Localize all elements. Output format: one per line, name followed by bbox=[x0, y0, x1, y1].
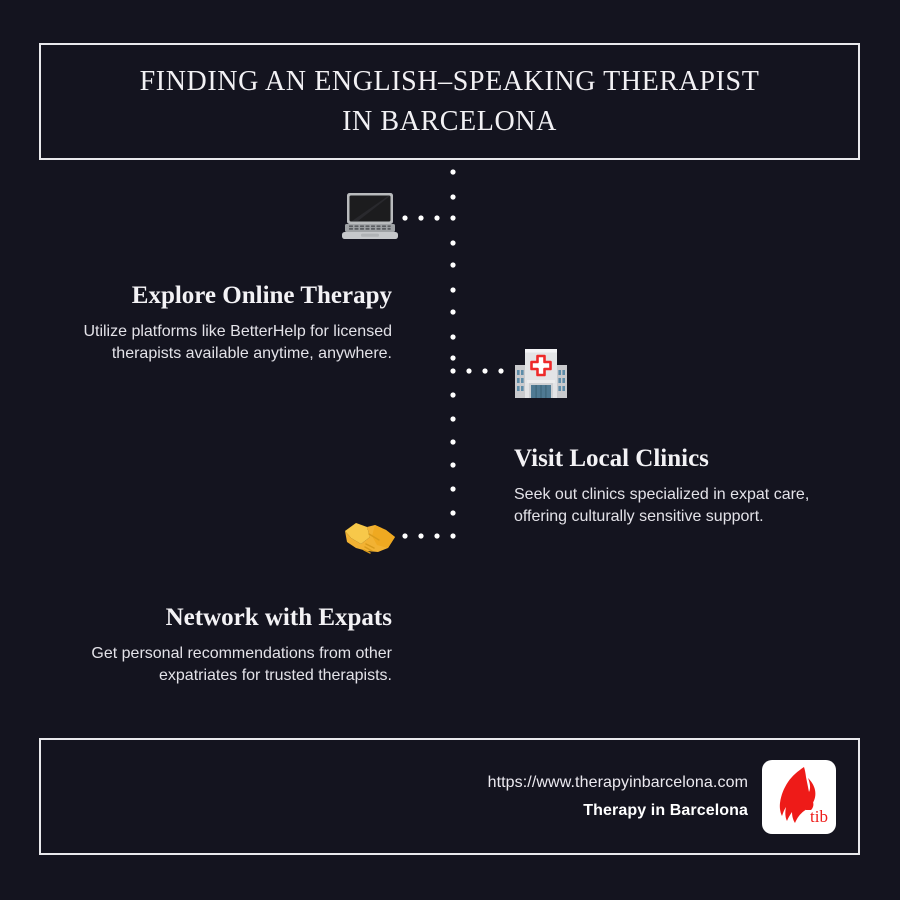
step-2-body: Seek out clinics specialized in expat ca… bbox=[514, 486, 810, 525]
brand-logo: tib bbox=[762, 759, 836, 834]
footer-content: https://www.therapyinbarcelona.com Thera… bbox=[488, 740, 836, 853]
footer-banner: https://www.therapyinbarcelona.com Thera… bbox=[39, 738, 860, 855]
logo-text: tib bbox=[810, 806, 828, 826]
logo-head-icon bbox=[779, 766, 816, 823]
laptop-icon bbox=[342, 193, 398, 239]
step-1-heading: Explore Online Therapy bbox=[131, 282, 392, 309]
page-title: FINDING AN ENGLISH–SPEAKING THERAPIST IN… bbox=[139, 65, 760, 137]
step-1: Explore Online Therapy Utilize platforms… bbox=[42, 281, 392, 365]
title-banner: FINDING AN ENGLISH–SPEAKING THERAPIST IN… bbox=[39, 43, 860, 160]
step-3-body: Get personal recommendations from other … bbox=[91, 645, 392, 684]
step-3-heading: Network with Expats bbox=[165, 604, 392, 631]
step-2-heading: Visit Local Clinics bbox=[514, 445, 709, 472]
step-1-body: Utilize platforms like BetterHelp for li… bbox=[83, 323, 392, 362]
brand-name: Therapy in Barcelona bbox=[583, 801, 748, 819]
footer-text-group: https://www.therapyinbarcelona.com Thera… bbox=[488, 771, 748, 823]
step-2: Visit Local Clinics Seek out clinics spe… bbox=[514, 444, 864, 528]
website-url[interactable]: https://www.therapyinbarcelona.com bbox=[487, 773, 748, 791]
step-3: Network with Expats Get personal recomme… bbox=[42, 603, 392, 687]
hospital-icon bbox=[515, 349, 567, 398]
handshake-icon bbox=[345, 523, 395, 554]
